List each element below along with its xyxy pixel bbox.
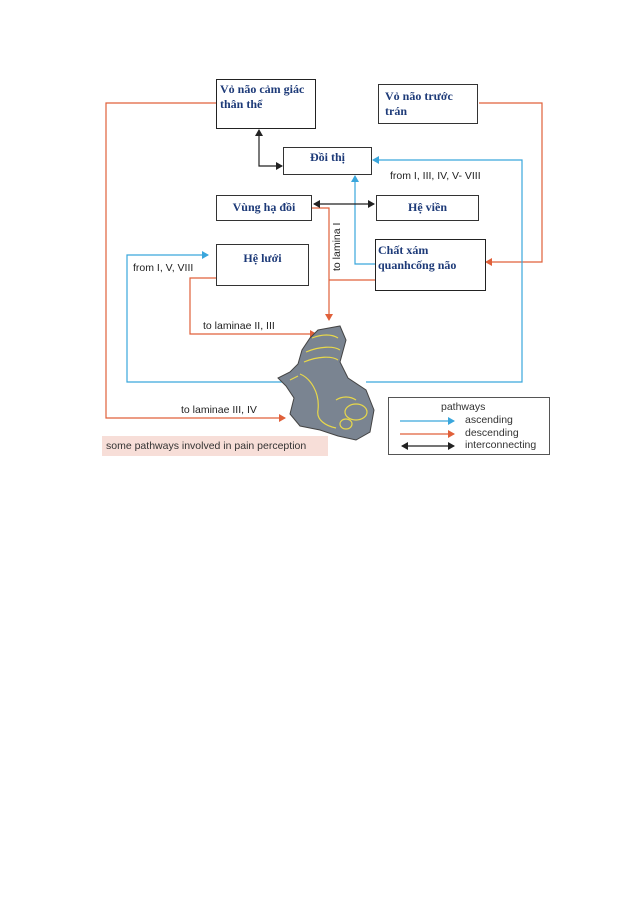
figure-caption: some pathways involved in pain perceptio… — [102, 436, 328, 456]
from-reticular-label: from I, V, VIII — [133, 262, 194, 274]
limbic-system-label: Hệ viền — [408, 200, 447, 214]
to-laminae-iii-iv-label: to laminae III, IV — [181, 404, 257, 416]
limbic-system-box: Hệ viền — [376, 195, 479, 221]
periaqueductal-gray-box: Chất xám quanhcống não — [375, 239, 486, 291]
thalamus-label: Đồi thị — [309, 150, 345, 164]
legend-title: pathways — [441, 401, 486, 413]
spinal-cord-section — [277, 325, 375, 441]
somatosensory-cortex-box: Vỏ não cảm giác thân thể — [216, 79, 316, 129]
desc-reticular-to-cord — [189, 277, 317, 338]
to-laminae-ii-iii-label: to laminae II, III — [203, 320, 275, 332]
legend-item-interconnecting: interconnecting — [465, 439, 537, 451]
periaqueductal-gray-line2: quanhcống não — [378, 258, 457, 272]
legend-item-ascending: ascending — [465, 414, 513, 426]
hypothalamus-box: Vùng hạ đồi — [216, 195, 312, 221]
periaqueductal-gray-line1: Chất xám — [378, 243, 429, 257]
somatosensory-cortex-line2: thân thể — [220, 97, 263, 111]
prefrontal-cortex-line2: trán — [385, 104, 407, 118]
prefrontal-cortex-box: Vỏ não trước trán — [378, 84, 478, 124]
asc-cord-to-thalamus — [366, 156, 523, 383]
asc-cord-to-reticular — [126, 251, 284, 383]
reticular-system-box: Hệ lưới — [216, 244, 309, 286]
somatosensory-cortex-line1: Vỏ não cảm giác — [220, 82, 305, 96]
hypothalamus-label: Vùng hạ đồi — [232, 200, 296, 214]
asc-to-thalamus-vertical — [351, 175, 376, 265]
from-thalamus-label: from I, III, IV, V- VIII — [390, 170, 481, 182]
legend-item-descending: descending — [465, 427, 519, 439]
desc-prefrontal-to-pag — [479, 102, 543, 266]
legend: pathways ascending descending interconne… — [388, 397, 550, 455]
desc-somatosensory-to-cord — [105, 102, 286, 422]
int-somatosensory-thalamus — [255, 129, 283, 170]
to-lamina-i-label: to lamina I — [331, 222, 343, 271]
reticular-system-label: Hệ lưới — [243, 251, 282, 265]
prefrontal-cortex-line1: Vỏ não trước — [385, 89, 453, 103]
thalamus-box: Đồi thị — [283, 147, 372, 175]
desc-hypothalamus-to-cord — [312, 207, 333, 321]
